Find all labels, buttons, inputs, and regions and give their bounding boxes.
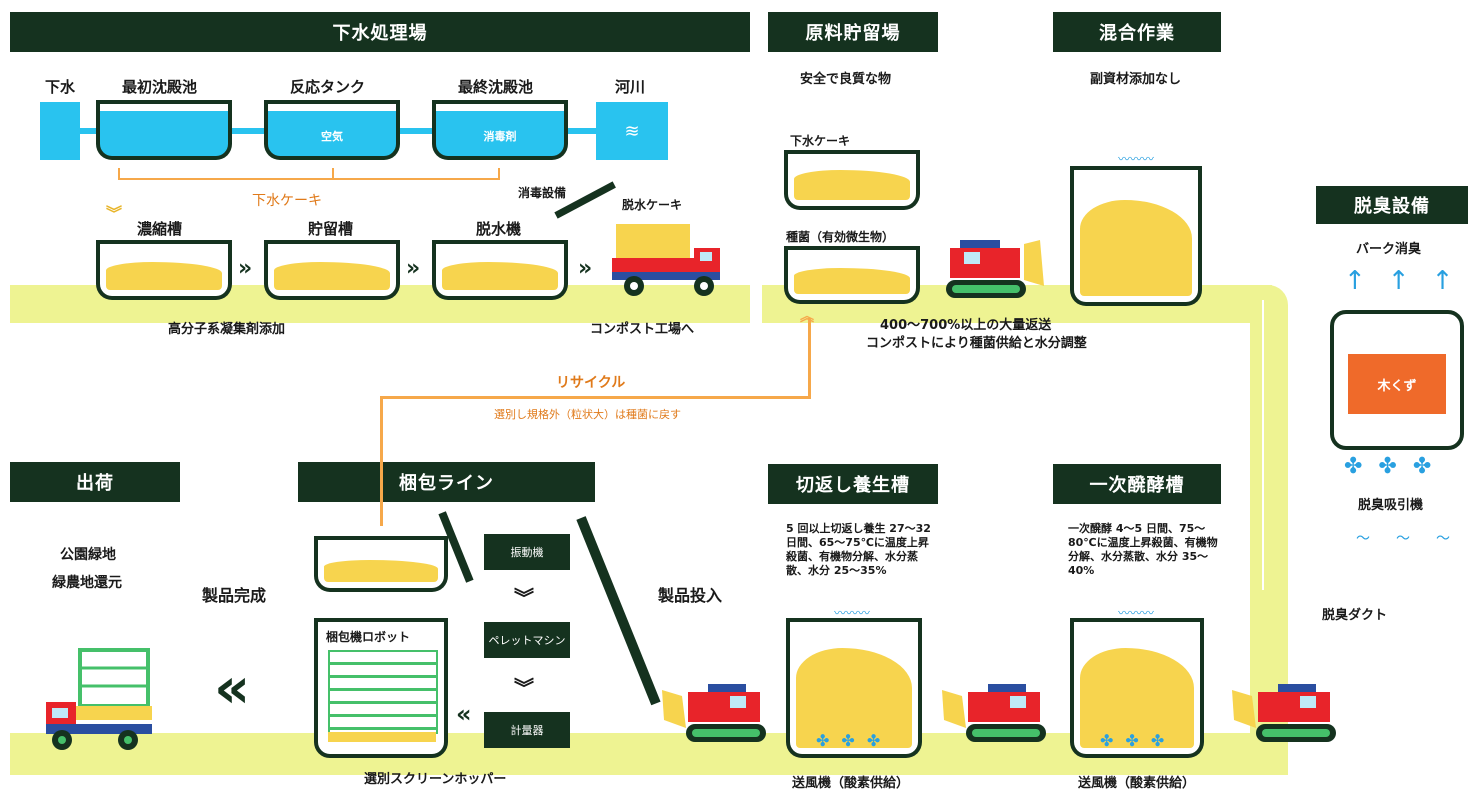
packing-robot: 梱包機ロボット bbox=[314, 618, 448, 758]
dump-truck-icon bbox=[612, 224, 720, 296]
tank-reaction: 空気 bbox=[264, 100, 400, 160]
label-robot: 梱包機ロボット bbox=[326, 630, 411, 644]
label-duct: 脱臭ダクト bbox=[1322, 608, 1388, 623]
label-dehydrated-cake: 脱水ケーキ bbox=[622, 198, 683, 212]
down-chevron-icon: ︾ bbox=[514, 586, 534, 610]
tank-raw-cake bbox=[784, 150, 920, 210]
steam-icon: 〰〰〰 bbox=[1118, 152, 1155, 166]
bulldozer-icon bbox=[946, 240, 1044, 298]
label-return-note-2: コンポストにより種菌供給と水分調整 bbox=[866, 336, 1087, 351]
label-safe-quality: 安全で良質な物 bbox=[800, 72, 892, 87]
suction-icon: 〜〜〜 bbox=[1356, 531, 1468, 547]
left-chevron-icon: « bbox=[214, 656, 251, 721]
bulldozer-icon bbox=[942, 684, 1046, 742]
label-first-settling: 最初沈殿池 bbox=[122, 78, 198, 96]
steam-icon: 〰〰〰 bbox=[1118, 606, 1155, 620]
product-conveyor bbox=[576, 516, 661, 706]
label-river: 河川 bbox=[615, 78, 646, 96]
machine-pellet: ペレットマシン bbox=[484, 622, 570, 658]
header-sewage-plant: 下水処理場 bbox=[10, 12, 750, 52]
label-hopper: 選別スクリーンホッパー bbox=[364, 772, 507, 787]
label-thickener: 濃縮槽 bbox=[137, 220, 183, 238]
wood-chips-box: 木くず bbox=[1348, 354, 1446, 414]
label-sludge: 下水ケーキ bbox=[252, 193, 322, 209]
down-chevron-icon: ︾ bbox=[106, 204, 123, 223]
recycle-line bbox=[380, 396, 810, 399]
label-park: 公園緑地 bbox=[60, 547, 116, 563]
label-disinfect-equipment: 消毒設備 bbox=[518, 186, 567, 200]
deodor-unit: 木くず bbox=[1330, 310, 1464, 450]
note-turning: 5 回以上切返し養生 27〜32 日間、65〜75℃に温度上昇殺菌、有機物分解、… bbox=[786, 522, 931, 577]
label-polymer: 高分子系凝集剤添加 bbox=[168, 322, 286, 337]
header-packing-line: 梱包ライン bbox=[298, 462, 595, 502]
flow-chevron-icon: » bbox=[578, 256, 593, 281]
tank-storage bbox=[264, 240, 400, 300]
label-return-note-1: 400〜700%以上の大量返送 bbox=[880, 318, 1052, 333]
label-inflow: 下水 bbox=[45, 78, 76, 96]
label-product-input: 製品投入 bbox=[658, 586, 723, 605]
tank-ferment: ✤✤✤ bbox=[1070, 618, 1204, 758]
bulldozer-icon bbox=[662, 684, 766, 742]
label-reaction-tank: 反応タンク bbox=[290, 78, 366, 96]
flow-chevron-icon: » bbox=[238, 256, 253, 281]
up-arrow-icon: ↑↑↑ bbox=[1344, 266, 1468, 296]
machine-vibrator: 振動機 bbox=[484, 534, 570, 570]
sludge-drop-2 bbox=[332, 168, 334, 180]
note-ferment: 一次醗酵 4〜5 日間、75〜80℃に温度上昇殺菌、有機物分解、水分蒸散、水分 … bbox=[1068, 522, 1218, 577]
tank-final-settling: 消毒剤 bbox=[432, 100, 568, 160]
label-storage-tank: 貯留槽 bbox=[308, 220, 354, 238]
label-recycle-note: 選別し規格外（粒状大）は種菌に戻す bbox=[494, 408, 681, 421]
machine-scale: 計量器 bbox=[484, 712, 570, 748]
label-bark: バーク消臭 bbox=[1356, 242, 1422, 257]
recycle-line-down bbox=[380, 396, 383, 526]
label-recycle: リサイクル bbox=[556, 375, 626, 391]
fan-icon: ✤✤✤ bbox=[1344, 454, 1448, 479]
tank-dehydrator bbox=[432, 240, 568, 300]
tank-seed bbox=[784, 246, 920, 304]
inflow-block bbox=[40, 102, 80, 160]
recycle-line-up bbox=[808, 318, 811, 399]
header-deodor: 脱臭設備 bbox=[1316, 186, 1468, 224]
tank-mixing bbox=[1070, 166, 1202, 306]
label-complete: 製品完成 bbox=[202, 586, 267, 605]
header-turning-tank: 切返し養生槽 bbox=[768, 464, 938, 504]
header-shipping: 出荷 bbox=[10, 462, 180, 502]
down-chevron-icon: ︾ bbox=[514, 676, 534, 700]
label-fan: 脱臭吸引機 bbox=[1358, 498, 1424, 513]
bulldozer-icon bbox=[1232, 684, 1336, 742]
sludge-drop-3 bbox=[498, 168, 500, 180]
sludge-drop-1 bbox=[118, 168, 120, 180]
tank-turning: ✤✤✤ bbox=[786, 618, 922, 758]
recycle-arrow-icon: ︽ bbox=[800, 309, 814, 325]
label-turning-blower: 送風機（酸素供給） bbox=[792, 776, 910, 791]
duct-line bbox=[1262, 300, 1264, 590]
label-farm: 緑農地還元 bbox=[52, 575, 122, 591]
header-mixing: 混合作業 bbox=[1053, 12, 1221, 52]
river-block: ≋ bbox=[596, 102, 668, 160]
header-raw-storage: 原料貯留場 bbox=[768, 12, 938, 52]
left-chevron-icon: « bbox=[456, 700, 472, 728]
delivery-truck-icon bbox=[46, 648, 152, 750]
tank-thickener bbox=[96, 240, 232, 300]
bag-stack bbox=[328, 650, 438, 734]
label-disinfectant: 消毒剤 bbox=[483, 130, 517, 143]
label-air: 空気 bbox=[321, 130, 343, 143]
label-ferment-blower: 送風機（酸素供給） bbox=[1078, 776, 1196, 791]
pallet bbox=[328, 732, 436, 742]
flow-chevron-icon: » bbox=[406, 256, 421, 281]
sludge-line bbox=[118, 178, 500, 180]
tank-packing-hopper bbox=[314, 536, 448, 592]
label-dehydrator: 脱水機 bbox=[476, 220, 522, 238]
label-to-compost: コンポスト工場へ bbox=[590, 322, 695, 337]
fan-icon: ✤✤✤ bbox=[816, 731, 893, 750]
header-primary-ferment: 一次醗酵槽 bbox=[1053, 464, 1221, 504]
steam-icon: 〰〰〰 bbox=[834, 606, 871, 620]
fan-icon: ✤✤✤ bbox=[1100, 731, 1177, 750]
label-no-additive: 副資材添加なし bbox=[1090, 72, 1182, 87]
label-final-settling: 最終沈殿池 bbox=[458, 78, 534, 96]
tank-first-settling bbox=[96, 100, 232, 160]
label-raw-cake: 下水ケーキ bbox=[790, 134, 851, 148]
label-seed: 種菌（有効微生物） bbox=[786, 230, 895, 244]
